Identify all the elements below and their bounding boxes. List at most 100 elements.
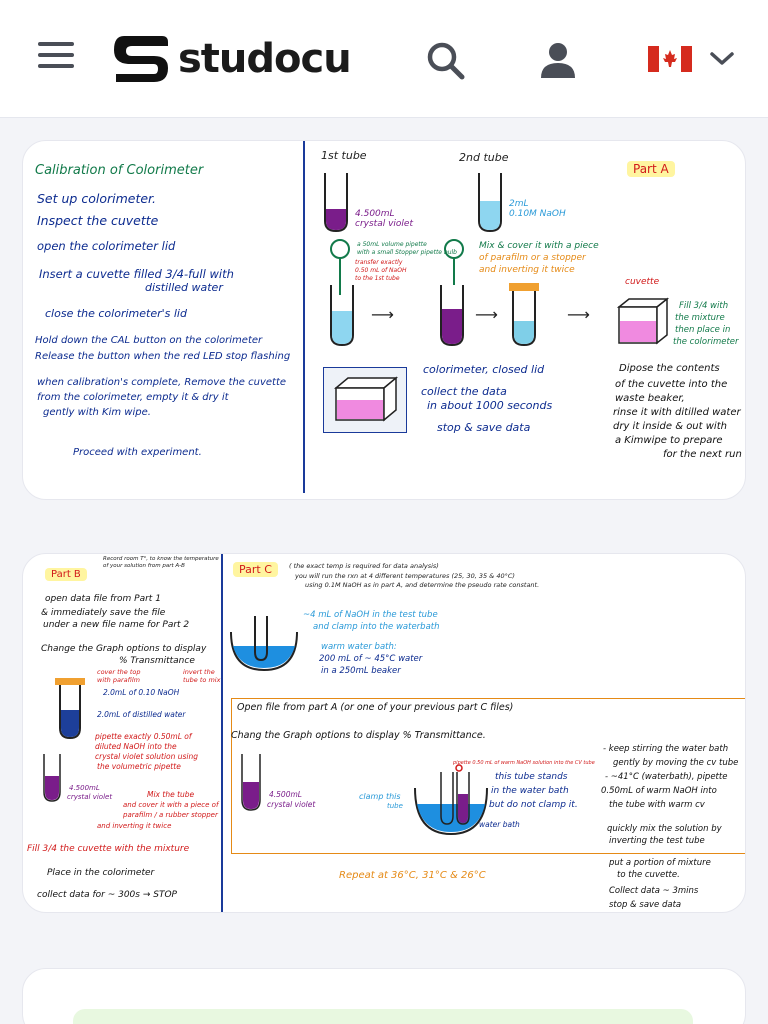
naoh-note: and clamp into the waterbath — [313, 622, 440, 632]
water-bath-icon — [230, 616, 298, 672]
pipette-note: 0.50 mL of NaOH — [355, 267, 407, 274]
dispose-note: a Kimwipe to prepare — [615, 435, 723, 446]
right-step: gently by moving the cv tube — [613, 758, 739, 768]
part-a-label: Part A — [627, 161, 675, 177]
stand-note: but do not clamp it. — [489, 800, 578, 810]
step-text: under a new file name for Part 2 — [43, 620, 190, 630]
test-tube-parafilm — [509, 283, 539, 347]
fill-note: Fill 3/4 with — [679, 301, 729, 311]
bath-note: 200 mL of ~ 45°C water — [319, 654, 423, 664]
step-text: open the colorimeter lid — [37, 239, 176, 253]
bath-note: in a 250mL beaker — [321, 666, 401, 676]
canada-flag-icon[interactable] — [648, 46, 692, 72]
fill-note: the colorimeter — [673, 337, 739, 347]
step-text: when calibration's complete, Remove the … — [37, 377, 287, 388]
part-c-procedure-box — [231, 698, 745, 854]
mix-note: Mix the tube — [147, 790, 195, 799]
pipette-note: with a small Stopper pipette bulb — [357, 249, 457, 256]
pipette-note: a 50mL volume pipette — [357, 241, 427, 248]
user-icon[interactable] — [538, 40, 578, 80]
invert-note: invert the — [183, 668, 215, 676]
clamp-note: clamp this — [359, 792, 401, 801]
studocu-logo-icon — [114, 36, 168, 82]
right-step: the tube with warm cv — [609, 800, 705, 810]
colorimeter-note: collect the data — [421, 385, 507, 398]
test-tube-crystal-violet — [241, 754, 261, 811]
pipette-note: the volumetric pipette — [97, 762, 181, 771]
naoh-volume: 2.0mL of 0.10 NaOH — [103, 688, 180, 697]
hamburger-menu-button[interactable] — [38, 42, 74, 72]
mix-note: and inverting it twice — [479, 265, 575, 275]
arrow-icon: ⟶ — [475, 305, 498, 324]
test-tube-crystal-violet — [43, 754, 61, 802]
test-tube-naoh — [55, 678, 85, 740]
water-volume: 2.0mL of distilled water — [97, 710, 186, 719]
cuvette-icon — [617, 297, 669, 345]
colorimeter-note: stop & save data — [437, 421, 531, 434]
right-step: - keep stirring the water bath — [603, 744, 729, 754]
naoh-volume: 2mL — [509, 199, 529, 209]
dispose-note: Dipose the contents — [619, 363, 720, 374]
record-note: Record room T°, to know the temperature — [103, 556, 219, 562]
invert-note: tube to mix — [183, 676, 221, 684]
step-text: Set up colorimeter. — [37, 191, 157, 206]
studocu-logo[interactable]: studocu — [110, 32, 352, 86]
right-step: 0.50mL of warm NaOH into — [601, 786, 717, 796]
water-bath-tubes-icon — [414, 764, 488, 836]
cv-name: crystal violet — [267, 800, 316, 809]
mix-note: parafilm / a rubber stopper — [123, 811, 218, 819]
right-step: quickly mix the solution by — [607, 824, 722, 834]
menu-bar — [38, 42, 74, 46]
cv-name: crystal violet — [355, 219, 413, 229]
colorimeter-note: colorimeter, closed lid — [423, 363, 545, 376]
pipette-tiny-note: pipette 0.50 mL of warm NaOH solution in… — [453, 760, 595, 766]
cv-volume: 4.500mL — [355, 209, 395, 219]
colorimeter-icon — [334, 376, 399, 422]
test-tube-naoh — [330, 285, 354, 347]
step-text: close the colorimeter's lid — [45, 307, 187, 320]
dispose-note: dry it inside & out with — [613, 421, 727, 432]
right-step: put a portion of mixture — [609, 858, 711, 868]
step-text: % Transmittance — [119, 656, 195, 666]
right-step: inverting the test tube — [609, 836, 705, 846]
site-header: studocu — [0, 0, 768, 118]
bath-note: warm water bath: — [321, 642, 397, 652]
chevron-down-icon[interactable] — [708, 50, 736, 68]
collect-step: collect data for ~ 300s → STOP — [37, 890, 177, 900]
mix-note: of parafilm or a stopper — [479, 253, 586, 263]
place-step: Place in the colorimeter — [47, 868, 155, 878]
dispose-note: of the cuvette into the — [615, 379, 728, 390]
open-file-step: Open file from part A (or one of your pr… — [237, 702, 514, 713]
document-page-2: Record room T°, to know the temperature … — [22, 553, 746, 913]
dispose-note: waste beaker, — [615, 393, 685, 404]
intro-note: ( the exact temp is required for data an… — [289, 562, 439, 570]
right-step: to the cuvette. — [617, 870, 680, 880]
pipette-note: transfer exactly — [355, 259, 403, 266]
cover-note: cover the top — [97, 668, 141, 676]
right-step: Collect data ~ 3mins — [609, 886, 699, 896]
step-text: Change the Graph options to display — [41, 644, 207, 654]
step-text: Insert a cuvette filled 3/4-full with — [39, 267, 234, 281]
record-note: of your solution from part A-B — [103, 563, 185, 569]
cv-volume: 4.500mL — [69, 784, 100, 792]
document-page-1: Calibration of Colorimeter Set up colori… — [22, 140, 746, 500]
step-text: & immediately save the file — [41, 608, 166, 618]
colorimeter-note: in about 1000 seconds — [427, 399, 553, 412]
step-text: Release the button when the red LED stop… — [35, 351, 291, 362]
cover-note: with parafilm — [97, 676, 140, 684]
colorimeter-box — [323, 367, 407, 433]
calibration-title: Calibration of Colorimeter — [35, 163, 204, 178]
naoh-note: ~4 mL of NaOH in the test tube — [303, 610, 438, 620]
test-tube-crystal-violet — [440, 285, 464, 347]
step-text: Inspect the cuvette — [37, 213, 159, 228]
search-icon[interactable] — [424, 40, 468, 80]
repeat-note: Repeat at 36°C, 31°C & 26°C — [339, 870, 486, 881]
fill-note: then place in — [675, 325, 731, 335]
brand-name: studocu — [178, 36, 352, 82]
column-divider — [303, 141, 305, 493]
intro-note: you will run the rxn at 4 different temp… — [295, 572, 515, 580]
stand-note: this tube stands — [495, 772, 568, 782]
dispose-note: rinse it with ditilled water — [613, 407, 741, 418]
stand-note: in the water bath — [491, 786, 569, 796]
mix-note: Mix & cover it with a piece — [479, 241, 599, 251]
